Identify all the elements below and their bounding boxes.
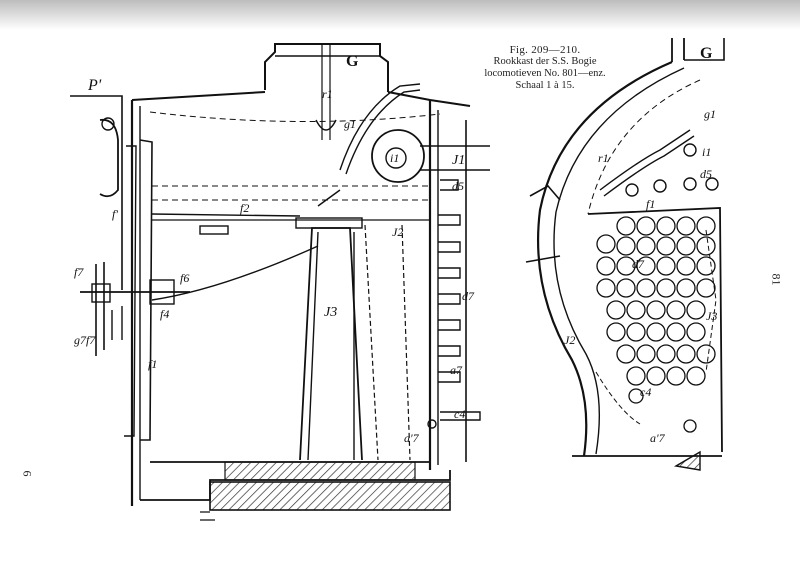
label-d7: d7	[462, 289, 475, 303]
label-d5-right: d5	[700, 167, 712, 181]
label-i1: i1	[390, 151, 399, 165]
label-g1-right: g1	[704, 107, 716, 121]
boiler-tube-grid	[596, 216, 716, 433]
label-f4: f4	[160, 307, 169, 321]
label-f1-right: f1	[646, 197, 655, 211]
label-g1: g1	[344, 117, 356, 131]
label-P: P'	[87, 77, 102, 94]
label-a7-prime: a'7	[404, 431, 420, 445]
label-r1: r1	[322, 87, 333, 101]
label-f7: f7	[74, 265, 84, 279]
figure-caption: Fig. 209—210. Rookkast der S.S. Bogie lo…	[470, 44, 620, 92]
label-J3-right: J3	[706, 309, 717, 323]
label-f1: f1	[148, 357, 157, 371]
label-f2: f2	[240, 201, 249, 215]
caption-line-1: Rookkast der S.S. Bogie	[493, 56, 597, 67]
label-a7-right: a'7	[650, 431, 666, 445]
label-g7f7: g7f7	[74, 333, 96, 347]
caption-line-2: locomotieven No. 801—enz.	[484, 68, 606, 79]
cross-section-view	[525, 38, 725, 471]
figure-number: Fig. 209—210.	[509, 44, 581, 56]
label-J2: J2	[392, 225, 403, 239]
label-f6: f6	[180, 271, 189, 285]
label-r1-right: r1	[598, 151, 609, 165]
scan-shadow	[0, 0, 800, 30]
label-i1-right: i1	[702, 145, 711, 159]
label-a7-upper: a7	[450, 363, 463, 377]
label-d7-right: d7	[632, 257, 645, 271]
tube-stubs	[438, 214, 461, 383]
label-c4-right: c4	[640, 385, 651, 399]
label-G-right: G	[700, 45, 713, 62]
label-d5: d5	[452, 179, 464, 193]
label-c4: c4	[454, 407, 465, 421]
side-section-view	[70, 43, 490, 521]
label-J1: J1	[452, 153, 465, 168]
label-G: G	[346, 53, 359, 70]
label-f-prime: f'	[112, 207, 118, 221]
caption-line-3: Schaal 1 à 15.	[515, 80, 575, 91]
label-J3: J3	[324, 305, 337, 320]
label-J2-right: J2	[564, 333, 575, 347]
drawing-labels: G G P' r1 g1 i1 J1 d5 f2 f' J2 f7 f6 f4 …	[74, 45, 717, 445]
